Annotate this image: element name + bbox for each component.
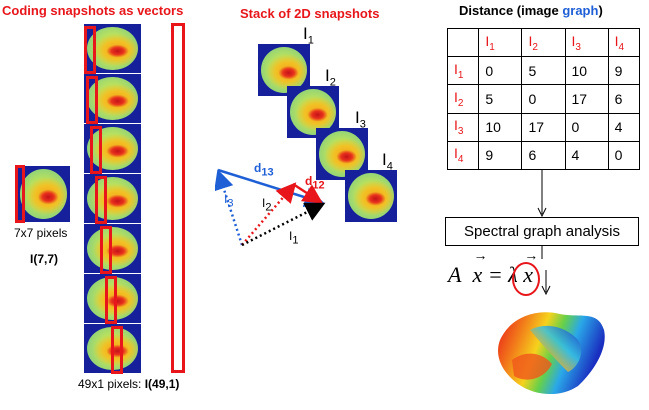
row-header: I3 — [446, 112, 480, 142]
row-header: I2 — [446, 84, 480, 114]
row-header: I4 — [446, 140, 480, 171]
d12-label: d12 — [305, 174, 325, 192]
snapshot-i4 — [345, 170, 397, 222]
coding-title: Coding snapshots as vectors — [2, 3, 184, 18]
column-pixel-highlight — [105, 276, 117, 324]
arrow-table-to-analysis — [537, 170, 547, 218]
table-corner — [446, 27, 480, 58]
arrow-analysis-to-eq — [541, 246, 543, 259]
pixel-column-highlight — [15, 165, 25, 223]
distance-cell: 4 — [607, 112, 641, 142]
distance-cell: 9 — [478, 140, 523, 171]
label-i4: I4 — [382, 150, 393, 173]
distance-title: Distance (image graph) — [459, 3, 603, 18]
i2-vec-label: I2 — [262, 196, 272, 214]
arrow-eq-to-shape — [541, 270, 551, 296]
distance-cell: 6 — [521, 140, 566, 171]
spectral-analysis-box: Spectral graph analysis — [445, 217, 639, 246]
column-pixel-highlight — [90, 126, 102, 174]
image-7x7-label: I(7,7) — [30, 252, 59, 266]
eigen-equation: A → x = λ → x — [448, 249, 539, 287]
column-header: I2 — [521, 27, 566, 58]
distance-cell: 4 — [564, 140, 609, 171]
pixels-7x7-label: 7x7 pixels — [14, 226, 68, 240]
distance-cell: 0 — [607, 140, 641, 171]
distance-cell: 6 — [607, 84, 641, 114]
snapshot-7x7 — [17, 166, 70, 222]
column-pixel-highlight — [86, 76, 98, 124]
label-i3: I3 — [355, 108, 366, 131]
manifold-shape — [498, 312, 605, 395]
label-i1: I1 — [303, 24, 314, 47]
distance-cell: 9 — [607, 56, 641, 86]
column-snapshot — [84, 124, 141, 173]
distance-cell: 0 — [521, 84, 566, 114]
column-pixel-highlight — [111, 326, 123, 374]
distance-cell: 10 — [564, 56, 609, 86]
column-pixel-highlight — [84, 26, 96, 74]
column-snapshot — [84, 274, 141, 323]
distance-cell: 0 — [478, 56, 523, 86]
column-header: I4 — [607, 27, 641, 58]
column-snapshot — [84, 174, 141, 223]
graph-word: graph — [562, 3, 599, 18]
distance-cell: 17 — [521, 112, 566, 142]
column-label: 49x1 pixels: I(49,1) — [78, 377, 180, 391]
column-header: I3 — [564, 27, 609, 58]
column-pixel-highlight — [100, 226, 112, 274]
i1-vector — [241, 202, 326, 247]
distance-cell: 0 — [564, 112, 609, 142]
distance-cell: 10 — [478, 112, 523, 142]
label-i2: I2 — [325, 66, 336, 89]
vector-arrow-icon: → — [473, 249, 488, 264]
vector-49x1 — [171, 23, 185, 373]
i2-vector — [241, 182, 297, 246]
column-pixel-highlight — [95, 176, 107, 224]
eigenvector-highlight — [512, 262, 540, 296]
i3-vector — [215, 169, 244, 246]
d12-vector — [292, 182, 324, 204]
distance-cell: 5 — [521, 56, 566, 86]
distance-cell: 17 — [564, 84, 609, 114]
i3-vec-label: I3 — [224, 192, 234, 210]
distance-cell: 5 — [478, 84, 523, 114]
stack-title: Stack of 2D snapshots — [240, 6, 380, 21]
column-snapshot — [84, 224, 141, 273]
row-header: I1 — [446, 56, 480, 86]
vector-arrow-icon: → — [524, 249, 539, 264]
d13-label: d13 — [254, 161, 274, 179]
vector-diagram — [215, 168, 326, 247]
i1-vec-label: I1 — [289, 229, 299, 247]
column-header: I1 — [478, 27, 523, 58]
